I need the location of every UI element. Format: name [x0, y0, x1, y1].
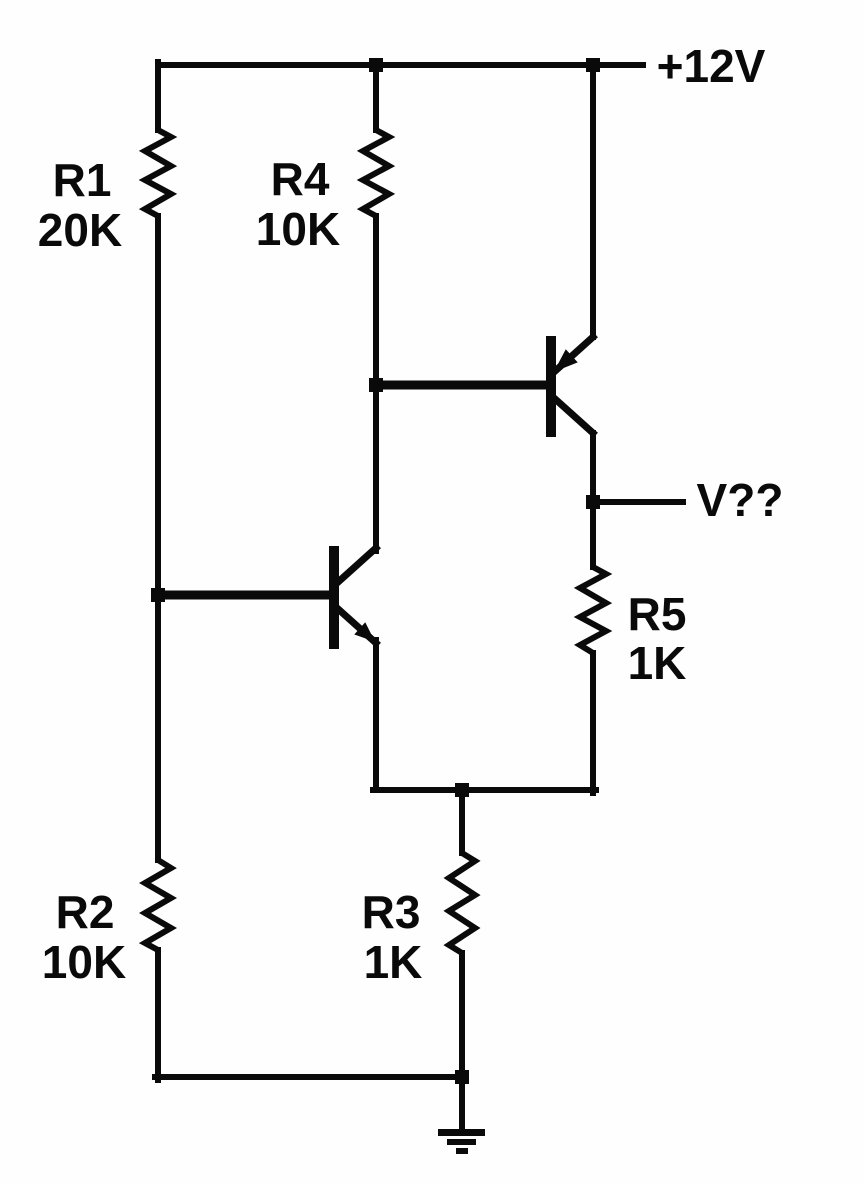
resistor-r1-value: 20K	[38, 204, 122, 256]
r4-branch: R4 10K	[256, 59, 396, 554]
junction-dot	[369, 58, 383, 72]
ground-bar-top	[438, 1129, 485, 1136]
resistor-r1-symbol	[138, 127, 178, 219]
resistor-r3-symbol	[443, 850, 481, 956]
ground-bar-middle	[447, 1139, 476, 1145]
resistor-r5: R5 1K	[573, 564, 687, 689]
junction-dot	[586, 495, 600, 509]
q2-collector-lead	[549, 393, 598, 438]
ground-icon	[438, 1129, 485, 1154]
resistor-r3-value: 1K	[364, 936, 423, 988]
transistor-q2-pnp	[371, 59, 598, 570]
resistor-r1-name: R1	[53, 154, 112, 206]
junction-dot	[455, 1070, 469, 1084]
resistor-r2-symbol	[138, 857, 178, 953]
emitter-join-branch: R3 1K	[152, 787, 599, 1154]
output-node-label: V??	[697, 474, 784, 526]
left-divider-branch: R1 20K R2 10K	[38, 59, 178, 1083]
resistor-r1: R1 20K	[38, 127, 178, 256]
junction-dot	[455, 783, 469, 797]
q1-emitter-arrow-icon	[354, 622, 376, 642]
junction-dots	[151, 58, 600, 1084]
junction-dot	[151, 588, 165, 602]
resistor-r4: R4 10K	[256, 127, 396, 255]
power-rail-label: +12V	[657, 40, 766, 92]
output-branch: V?? R5 1K	[573, 474, 784, 796]
ground-bar-bottom	[456, 1148, 468, 1154]
resistor-r5-value: 1K	[628, 637, 687, 689]
transistor-q1-npn	[153, 543, 381, 793]
resistor-r4-value: 10K	[256, 203, 340, 255]
resistor-r3-name: R3	[362, 886, 421, 938]
junction-dot	[369, 378, 383, 392]
resistor-r5-name: R5	[628, 588, 687, 640]
resistor-r5-symbol	[573, 564, 613, 656]
resistor-r4-name: R4	[271, 153, 330, 205]
q2-emitter-arrow-icon	[553, 349, 578, 372]
q1-collector-lead	[332, 543, 381, 588]
power-rail: +12V	[155, 40, 766, 92]
resistor-r3: R3 1K	[362, 850, 481, 988]
resistor-r2: R2 10K	[42, 857, 178, 988]
resistor-r2-name: R2	[56, 886, 115, 938]
resistor-r4-symbol	[356, 127, 396, 219]
junction-dot	[586, 58, 600, 72]
resistor-r2-value: 10K	[42, 936, 126, 988]
